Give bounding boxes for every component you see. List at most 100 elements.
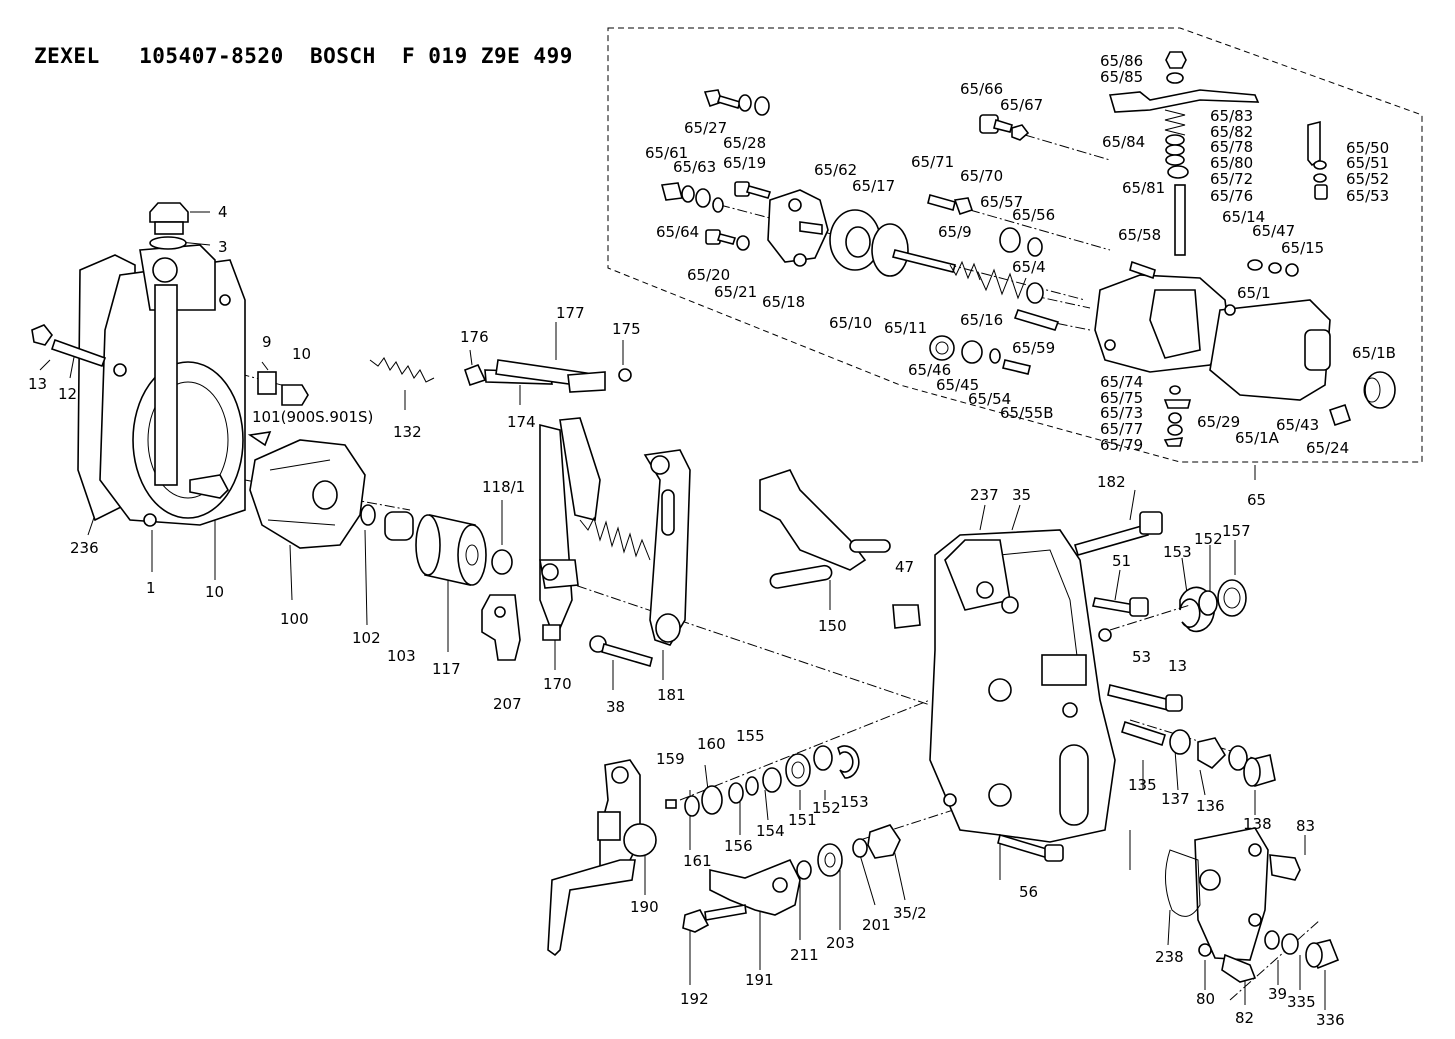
part-label: 150: [818, 617, 847, 635]
spring-65-83: [1164, 109, 1186, 136]
part-label: 83: [1296, 817, 1315, 835]
part-label: 65/50: [1346, 139, 1389, 157]
ring-156: [728, 782, 744, 804]
part-label: 65/86: [1100, 52, 1143, 70]
shaft-150: [759, 469, 891, 589]
washer-65-63a: [681, 185, 695, 203]
part-label: 160: [697, 735, 726, 753]
part-label: 65/73: [1100, 404, 1143, 422]
part-label: 65/24: [1306, 439, 1349, 457]
part-label: 201: [862, 916, 891, 934]
nut-65-86: [1165, 51, 1187, 69]
washer-65-63b: [695, 188, 711, 208]
part-label: 65/46: [908, 361, 951, 379]
part-label: 65/61: [645, 144, 688, 162]
part-label: 65/66: [960, 80, 1003, 98]
bolt-182: [1074, 511, 1163, 556]
part-label: 65/78: [1210, 138, 1253, 156]
part-label: 65/21: [714, 283, 757, 301]
part-label: 35: [1012, 486, 1031, 504]
part-label: 10: [292, 345, 311, 363]
sleeve-103: [384, 511, 414, 541]
part-label: 3: [218, 238, 228, 256]
pump-body-35: [929, 529, 1116, 843]
part-label: 38: [606, 698, 625, 716]
part-label: 190: [630, 898, 659, 916]
part-label: 236: [70, 539, 99, 557]
part-label: 65/45: [936, 376, 979, 394]
part-label: 65/19: [723, 154, 766, 172]
part-label: 161: [683, 852, 712, 870]
part-label: 65/75: [1100, 389, 1143, 407]
part-label: 132: [393, 423, 422, 441]
spacer-65-57: [999, 227, 1021, 253]
screw-135: [1121, 720, 1166, 747]
bolt-65-59: [1013, 309, 1060, 331]
part-label: 13: [28, 375, 47, 393]
part-label: 39: [1268, 985, 1287, 1003]
bolt-65-58: [1129, 260, 1156, 280]
cap-138: [1243, 754, 1276, 788]
ring-154: [762, 767, 782, 793]
washer-65-56: [1027, 237, 1043, 257]
part-label: 1: [146, 579, 156, 597]
part-label: 65/71: [911, 153, 954, 171]
nut-35-2: [867, 824, 901, 859]
bolt-65-43: [1328, 403, 1352, 427]
part-label: 4: [218, 203, 228, 221]
part-label: 156: [724, 837, 753, 855]
diaphragm-65-11: [871, 223, 956, 277]
part-label: 65/47: [1252, 222, 1295, 240]
ring-137: [1169, 729, 1191, 755]
bolt-65-53: [1314, 184, 1328, 200]
block-207: [481, 594, 521, 661]
o-ring-152: [1198, 590, 1218, 616]
part-label: 65/52: [1346, 170, 1389, 188]
rod-assembly-174: [463, 345, 632, 393]
part-label: 65/18: [762, 293, 805, 311]
part-label: 51: [1112, 552, 1131, 570]
cap-65-1B: [1363, 371, 1396, 409]
bolt-56: [997, 833, 1064, 862]
lever-181: [643, 449, 691, 646]
cap-203: [817, 843, 843, 877]
part-label: 53: [1132, 648, 1151, 666]
bolt-65-27: [703, 89, 742, 109]
lower-stack-65-73: [1163, 385, 1192, 447]
nut-65-61: [660, 182, 684, 201]
sleeve-151: [785, 753, 811, 787]
bolt-65-70: [927, 194, 974, 216]
part-label: 65/59: [1012, 339, 1055, 357]
part-label: 153: [1163, 543, 1192, 561]
part-label: 65/28: [723, 134, 766, 152]
washer-102: [360, 504, 376, 526]
nut-65-15: [1285, 263, 1299, 277]
part-label: 65/76: [1210, 187, 1253, 205]
o-ring-152b: [813, 745, 833, 771]
subassembly-65-boundary: [607, 27, 1423, 463]
part-label: 47: [895, 558, 914, 576]
washer-65-85: [1166, 72, 1184, 84]
part-label: 157: [1222, 522, 1251, 540]
washer-65-21: [736, 235, 750, 251]
part-label: 9: [262, 333, 272, 351]
part-label: 65/74: [1100, 373, 1143, 391]
lever-191: [709, 858, 801, 916]
washer-39: [1264, 930, 1280, 950]
washer-65-80: [1165, 154, 1185, 166]
part-label: 56: [1019, 883, 1038, 901]
part-label: 82: [1235, 1009, 1254, 1027]
washer-65-47: [1268, 262, 1282, 274]
bolt-82: [1221, 953, 1257, 983]
part-label: 137: [1161, 790, 1190, 808]
washer-161: [684, 795, 700, 817]
part-label: 152: [812, 799, 841, 817]
part-label: 211: [790, 946, 819, 964]
part-label: 65/10: [829, 314, 872, 332]
part-label: 65/55B: [1000, 404, 1054, 422]
part-label: 10: [205, 583, 224, 601]
bushing-160: [701, 785, 723, 815]
part-label: 65/77: [1100, 420, 1143, 438]
o-ring-3: [149, 236, 187, 250]
housing-65-18: [767, 189, 829, 267]
